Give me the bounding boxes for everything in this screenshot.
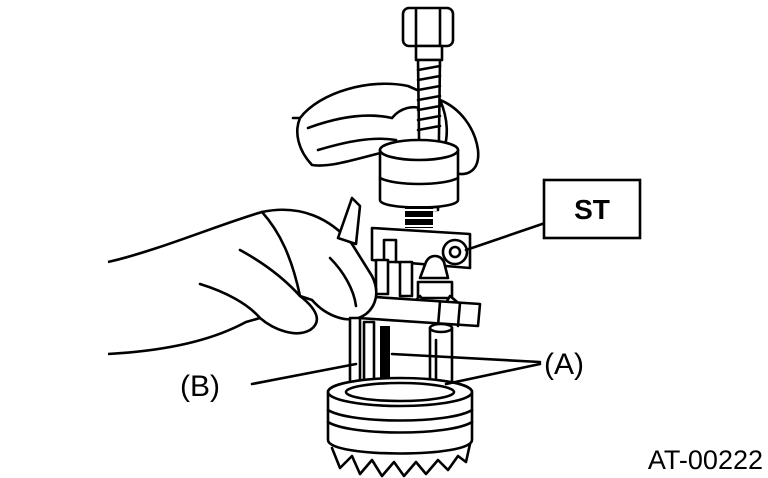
label-a: (A) <box>544 348 584 381</box>
st-label: ST <box>574 194 610 225</box>
st-label-box <box>542 178 642 240</box>
left-hand-icon <box>107 196 378 356</box>
puller-shaft <box>401 6 455 212</box>
label-b: (B) <box>180 370 220 403</box>
gear-drum <box>326 376 474 478</box>
thrust-body <box>378 138 460 228</box>
leader-lines <box>250 220 550 386</box>
figure-code: AT-00222 <box>648 445 763 475</box>
special-tool-block <box>370 226 472 298</box>
